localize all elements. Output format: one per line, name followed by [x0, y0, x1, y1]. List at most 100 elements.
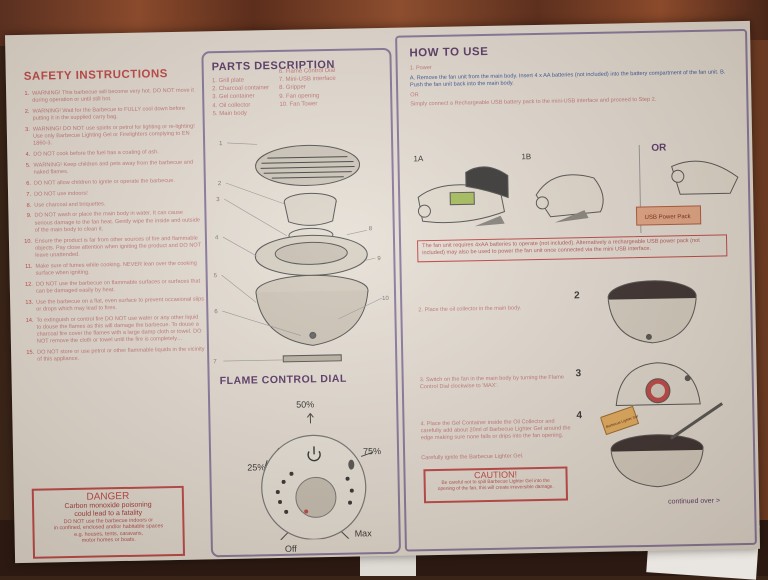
safety-item-text: WARNING! Wait for the Barbecue to FULLY …	[32, 105, 200, 123]
callout-5: 5	[214, 273, 218, 279]
caution-box: CAUTION! Be careful not to spill Barbecu…	[423, 466, 568, 503]
step-4-text: 4. Place the Gel Container inside the Oi…	[420, 418, 570, 442]
safety-item: 8.Use charcoal and briquettes.	[22, 199, 202, 210]
usb-cable	[283, 355, 341, 362]
part-item: 7. Mini-USB interface	[279, 75, 336, 84]
or-label-2: OR	[651, 143, 667, 154]
safety-item: 13.Use the barbecue on a flat, even surf…	[24, 296, 204, 314]
callout-6: 6	[214, 309, 218, 315]
safety-item-text: DO NOT use indoors!	[34, 190, 88, 198]
dial-max-label: Max	[355, 528, 372, 538]
safety-item-number: 13.	[24, 300, 33, 315]
callout-7: 7	[213, 359, 217, 365]
exploded-view-diagram: 1 2 3 4 5 6 7 8 9 10	[205, 122, 396, 366]
how-to-use-panel: HOW TO USE 1. Power A. Remove the fan un…	[395, 29, 757, 552]
safety-item: 1.WARNING! This barbecue will become ver…	[20, 87, 200, 105]
safety-item: 2.WARNING! Wait for the Barbecue to FULL…	[20, 105, 200, 123]
step-3-number: 3	[576, 368, 582, 379]
parts-col-1: 1. Grill plate 2. Charcoal container 3. …	[212, 76, 270, 118]
howto-intro: 1. Power A. Remove the fan unit from the…	[398, 59, 747, 109]
safety-item-number: 8.	[22, 202, 31, 209]
safety-item-text: Ensure the product is far from other sou…	[35, 235, 203, 260]
dial-title: FLAME CONTROL DIAL	[220, 373, 347, 387]
usb-power-pack-label: USB Power Pack	[645, 214, 692, 221]
safety-item-text: Make sure of fumes while cooking. NEVER …	[35, 260, 203, 278]
parts-list: 1. Grill plate 2. Charcoal container 3. …	[204, 74, 391, 119]
safety-item: 6.DO NOT allow children to ignite or ope…	[22, 177, 202, 188]
safety-item: 11.Make sure of fumes while cooking. NEV…	[23, 260, 203, 278]
step-4-gel-drawing: Barbecue Lighter Gel	[600, 397, 732, 489]
callout-3: 3	[216, 197, 220, 203]
callout-8: 8	[369, 226, 373, 232]
battery-pack-icon	[450, 192, 474, 204]
step-4-number: 4	[576, 410, 582, 421]
safety-title: SAFETY INSTRUCTIONS	[24, 67, 200, 82]
callout-10: 10	[382, 296, 389, 302]
callout-9: 9	[377, 256, 381, 262]
dial-off-label: Off	[285, 544, 297, 554]
howto-title: HOW TO USE	[409, 41, 745, 59]
safety-item-number: 11.	[23, 264, 32, 279]
step-2-text: 2. Place the oil collector in the main b…	[418, 305, 558, 315]
parts-col-2: 6. Flame Control Dial 7. Mini-USB interf…	[279, 67, 337, 117]
safety-item: 3.WARNING! DO NOT use spirits or petrol …	[21, 123, 201, 148]
safety-item-number: 10.	[23, 238, 32, 260]
label-1a: 1A	[413, 154, 424, 163]
safety-item-number: 12.	[24, 282, 33, 297]
callout-1: 1	[219, 141, 223, 147]
callout-4: 4	[215, 235, 219, 241]
dial-25-label: 25%	[247, 462, 265, 472]
safety-item-text: Use charcoal and briquettes.	[34, 201, 105, 210]
continued-over-label: continued over >	[668, 498, 720, 506]
safety-item-text: DO NOT use the barbecue on flammable sur…	[36, 278, 204, 296]
safety-section: SAFETY INSTRUCTIONS 1.WARNING! This barb…	[17, 53, 209, 556]
safety-list: 1.WARNING! This barbecue will become ver…	[18, 87, 205, 364]
safety-item-text: DO NOT cook before the fuel has a coatin…	[33, 149, 159, 159]
flame-control-dial-diagram: 50% 25% 75%	[210, 388, 399, 542]
safety-item: 7.DO NOT use indoors!	[22, 188, 202, 199]
safety-item: 10.Ensure the product is far from other …	[23, 235, 203, 260]
caution-line-2: opening of the fan, this will create irr…	[426, 485, 566, 494]
safety-item-text: Use the barbecue on a flat, even surface…	[36, 296, 204, 314]
danger-box: DANGER Carbon monoxide poisoning could l…	[32, 486, 185, 559]
safety-item-text: DO NOT allow children to ignite or opera…	[34, 178, 175, 188]
safety-item-number: 1.	[20, 91, 29, 106]
safety-item-number: 2.	[20, 109, 29, 124]
safety-item-text: DO NOT wash or place the main body in wa…	[34, 210, 202, 235]
safety-item-number: 9.	[22, 213, 31, 235]
safety-item: 9.DO NOT wash or place the main body in …	[22, 210, 202, 235]
safety-item-text: WARNING! DO NOT use spirits or petrol fo…	[33, 123, 201, 148]
safety-item-number: 7.	[22, 192, 31, 199]
safety-item-number: 6.	[22, 181, 31, 188]
battery-note-text: The fan unit requires 4xAA batteries to …	[422, 238, 700, 256]
safety-item: 15.DO NOT store or use petrol or other f…	[25, 347, 205, 365]
grill-plate	[255, 144, 360, 186]
safety-item-text: WARNING! This barbecue will become very …	[32, 87, 200, 105]
battery-note-box: The fan unit requires 4xAA batteries to …	[417, 234, 727, 262]
safety-item-number: 3.	[21, 127, 30, 149]
parts-panel: PARTS DESCRIPTION 1. Grill plate 2. Char…	[201, 48, 401, 558]
step-2-number: 2	[574, 290, 580, 301]
safety-item: 5.WARNING! Keep children and pets away f…	[21, 159, 201, 177]
safety-item-number: 14.	[24, 318, 34, 347]
safety-item-text: WARNING! Keep children and pets away fro…	[33, 159, 201, 177]
power-diagram: 1A 1B OR U	[403, 141, 745, 240]
safety-item-number: 4.	[21, 152, 30, 159]
dial-50-label: 50%	[296, 399, 314, 409]
safety-item-text: DO NOT store or use petrol or other flam…	[37, 347, 205, 365]
safety-item-number: 5.	[21, 163, 30, 178]
safety-item: 4.DO NOT cook before the fuel has a coat…	[21, 149, 201, 160]
safety-item: 14.To extinguish or control fire DO NOT …	[24, 314, 205, 346]
callout-2: 2	[218, 181, 222, 187]
label-1b: 1B	[521, 152, 531, 161]
dial-knob	[296, 477, 337, 518]
step-4-subtext: Carefully ignite the Barbecue Lighter Ge…	[421, 452, 571, 462]
part-item: 10. Fan Tower	[279, 100, 336, 109]
safety-item: 12.DO NOT use the barbecue on flammable …	[24, 278, 204, 296]
step-2-bowl-drawing	[602, 276, 703, 348]
step-3-text: 3. Switch on the fan in the main body by…	[420, 374, 570, 391]
part-item: 5. Main body	[212, 109, 269, 118]
safety-item-text: To extinguish or control fire DO NOT use…	[36, 314, 205, 346]
instruction-sheet: SAFETY INSTRUCTIONS 1.WARNING! This barb…	[5, 21, 760, 563]
